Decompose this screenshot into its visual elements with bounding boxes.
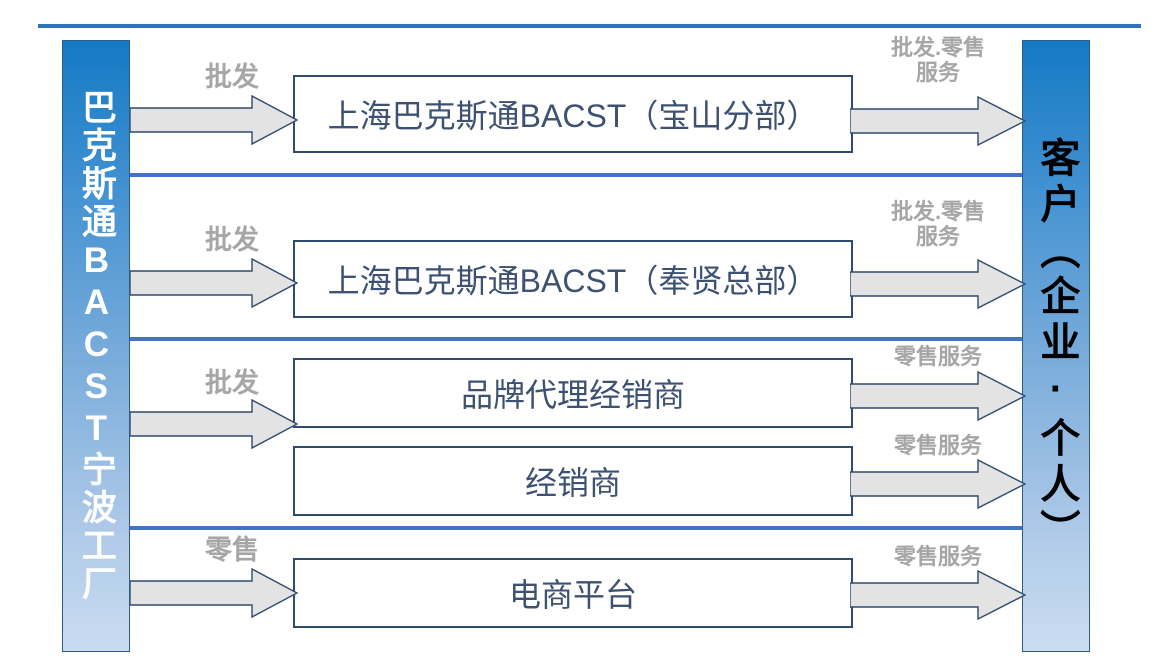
inbound-flow-label: 批发 [205,225,259,255]
destination-bar-customers: 客户（企业·个人） [1022,40,1090,652]
outbound-flow-label: 批发.零售 服务 [890,199,986,249]
destination-bar-label: 客户（企业·个人） [1034,137,1079,555]
channel-box: 品牌代理经销商 [293,358,853,428]
outbound-arrow-icon [850,459,1026,509]
row-separator-2 [130,337,1032,341]
inbound-arrow-icon [130,399,298,449]
top-divider-line [38,24,1141,28]
outbound-flow-label: 零售服务 [893,544,982,569]
channel-box: 上海巴克斯通BACST（宝山分部） [293,75,853,153]
inbound-flow-label: 批发 [205,62,259,92]
source-bar-label: 巴克斯通BACST宁波工厂 [76,89,116,603]
inbound-arrow-icon [130,568,298,618]
inbound-arrow-icon [130,95,298,145]
outbound-arrow-icon [850,96,1026,146]
outbound-flow-label: 批发.零售 服务 [890,35,986,85]
outbound-flow-label: 零售服务 [893,344,982,369]
row-separator-1 [130,173,1032,177]
channel-box: 电商平台 [293,558,853,628]
source-bar-factory: 巴克斯通BACST宁波工厂 [62,40,130,652]
outbound-arrow-icon [850,570,1026,620]
channel-box: 上海巴克斯通BACST（奉贤总部） [293,240,853,318]
inbound-flow-label: 批发 [205,368,259,398]
outbound-arrow-icon [850,259,1026,309]
outbound-flow-label: 零售服务 [893,433,982,458]
inbound-arrow-icon [130,258,298,308]
inbound-flow-label: 零售 [205,535,259,565]
outbound-arrow-icon [850,371,1026,421]
row-separator-3 [130,526,1032,530]
channel-box: 经销商 [293,446,853,516]
